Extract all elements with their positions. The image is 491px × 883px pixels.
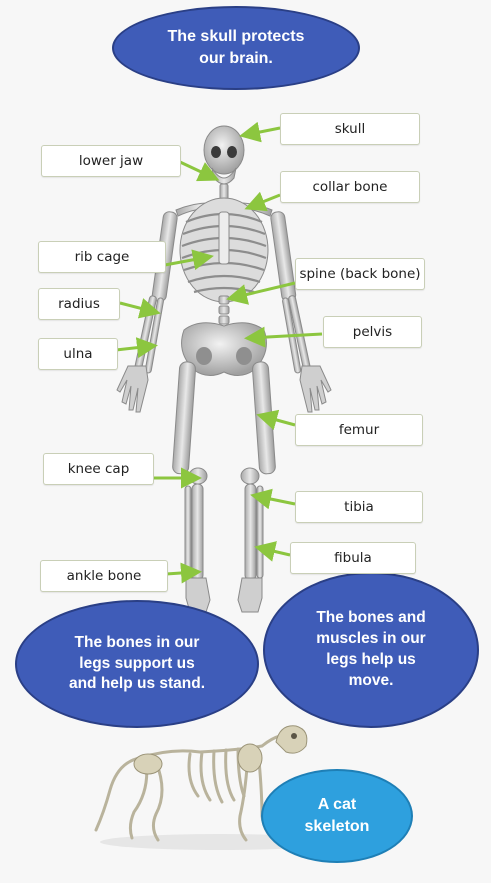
label-tibia: tibia: [295, 491, 423, 523]
ulna-arrow: [116, 346, 152, 350]
tibia-arrow: [256, 496, 295, 504]
pelvis-arrow: [250, 334, 322, 338]
ankle-bone-arrow: [166, 572, 196, 574]
rib-cage-arrow: [165, 257, 208, 265]
radius-arrow: [120, 303, 155, 312]
label-spine: spine (back bone): [295, 258, 425, 290]
label-radius: radius: [38, 288, 120, 320]
cat-skeleton-callout: A cat skeleton: [261, 769, 413, 863]
label-ulna: ulna: [38, 338, 118, 370]
label-femur: femur: [295, 414, 423, 446]
label-ankle-bone: ankle bone: [40, 560, 168, 592]
label-skull: skull: [280, 113, 420, 145]
femur-arrow: [262, 416, 295, 425]
legs-move-callout: The bones and muscles in our legs help u…: [263, 572, 479, 728]
spine-arrow: [232, 283, 295, 298]
label-collar-bone: collar bone: [280, 171, 420, 203]
collar-bone-arrow: [250, 195, 280, 207]
label-pelvis: pelvis: [323, 316, 422, 348]
skull-protects-callout: The skull protects our brain.: [112, 6, 360, 90]
legs-support-callout: The bones in our legs support us and hel…: [15, 600, 259, 728]
label-fibula: fibula: [290, 542, 416, 574]
lower-jaw-arrow: [180, 162, 214, 178]
label-knee-cap: knee cap: [43, 453, 154, 485]
skull-arrow: [245, 128, 280, 135]
label-lower-jaw: lower jaw: [41, 145, 181, 177]
label-rib-cage: rib cage: [38, 241, 166, 273]
fibula-arrow: [260, 548, 290, 555]
